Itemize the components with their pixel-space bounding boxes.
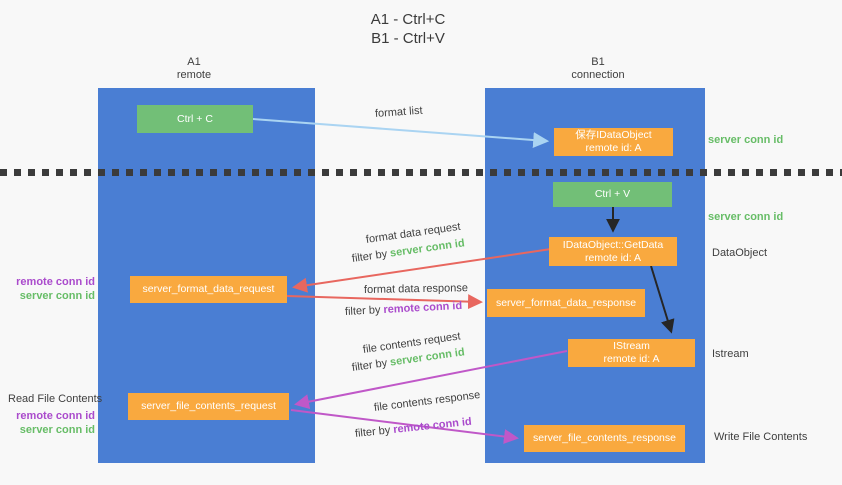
label-file-contents-response: file contents response (373, 389, 481, 414)
node-save-idataobject-line1: 保存IDataObject (575, 129, 652, 141)
title-line-2: B1 - Ctrl+V (371, 30, 445, 47)
node-ctrl-c-label: Ctrl + C (177, 112, 213, 125)
column-header-b1: B1 connection (553, 56, 643, 82)
legend-remote-conn-id: remote conn id (16, 276, 95, 288)
label-server-conn-id-mid: server conn id (708, 211, 784, 223)
column-b1-id: B1 (591, 56, 605, 68)
node-server-format-data-request: server_format_data_request (130, 276, 287, 303)
label-server-conn-id-top: server conn id (708, 134, 784, 146)
column-a1-id: A1 (187, 56, 201, 68)
node-ctrl-c: Ctrl + C (137, 105, 253, 133)
machine-boundary-dotted-line (0, 169, 842, 176)
filter-by-text: filter by (351, 248, 388, 265)
node-server-file-contents-response: server_file_contents_response (524, 425, 685, 452)
node-istream: IStream remote id: A (568, 339, 695, 367)
legend-remote-conn-id: remote conn id (16, 410, 95, 422)
node-istream-line2: remote id: A (603, 353, 660, 365)
node-file-response-label: server_file_contents_response (532, 432, 676, 444)
remote-conn-id-text: remote conn id (383, 299, 463, 316)
node-save-idataobject: 保存IDataObject remote id: A (554, 128, 673, 156)
node-file-request-label: server_file_contents_request (141, 400, 276, 412)
legend-server-conn-id: server conn id (19, 424, 95, 436)
filter-by-text: filter by (344, 304, 381, 318)
column-a1-name: remote (176, 69, 212, 81)
node-server-format-data-response: server_format_data_response (487, 289, 645, 317)
label-write-file-contents: Write File Contents (714, 431, 808, 443)
node-format-request-label: server_format_data_request (142, 283, 275, 295)
node-getdata-line1: IDataObject::GetData (562, 238, 664, 251)
label-read-file-contents: Read File Contents (8, 393, 103, 405)
legend-format-conn-ids: remote conn id server conn id (0, 275, 95, 303)
node-server-file-contents-request: server_file_contents_request (128, 393, 289, 420)
node-idataobject-getdata: IDataObject::GetData remote id: A (549, 237, 677, 266)
filter-by-text: filter by (354, 424, 391, 440)
node-getdata-line2: remote id: A (584, 251, 642, 264)
node-istream-line1: IStream (613, 340, 650, 352)
legend-server-conn-id: server conn id (19, 290, 95, 302)
filter-by-text: filter by (351, 357, 388, 374)
column-b1-name: connection (571, 69, 625, 81)
remote-conn-id-text: remote conn id (392, 415, 473, 436)
diagram-title: A1 - Ctrl+C B1 - Ctrl+V (328, 10, 488, 48)
title-line-1: A1 - Ctrl+C (370, 11, 446, 28)
label-format-data-response: format data response (363, 282, 469, 296)
label-dataobject: DataObject (712, 247, 768, 259)
label-istream: Istream (712, 348, 749, 360)
label-format-list: format list (374, 104, 423, 120)
column-header-a1: A1 remote (149, 56, 239, 82)
node-save-idataobject-line2: remote id: A (585, 142, 642, 154)
node-ctrl-v: Ctrl + V (553, 182, 672, 207)
legend-file-conn-ids: remote conn id server conn id (0, 409, 95, 437)
node-format-response-label: server_format_data_response (495, 296, 637, 309)
node-ctrl-v-label: Ctrl + V (594, 188, 631, 200)
